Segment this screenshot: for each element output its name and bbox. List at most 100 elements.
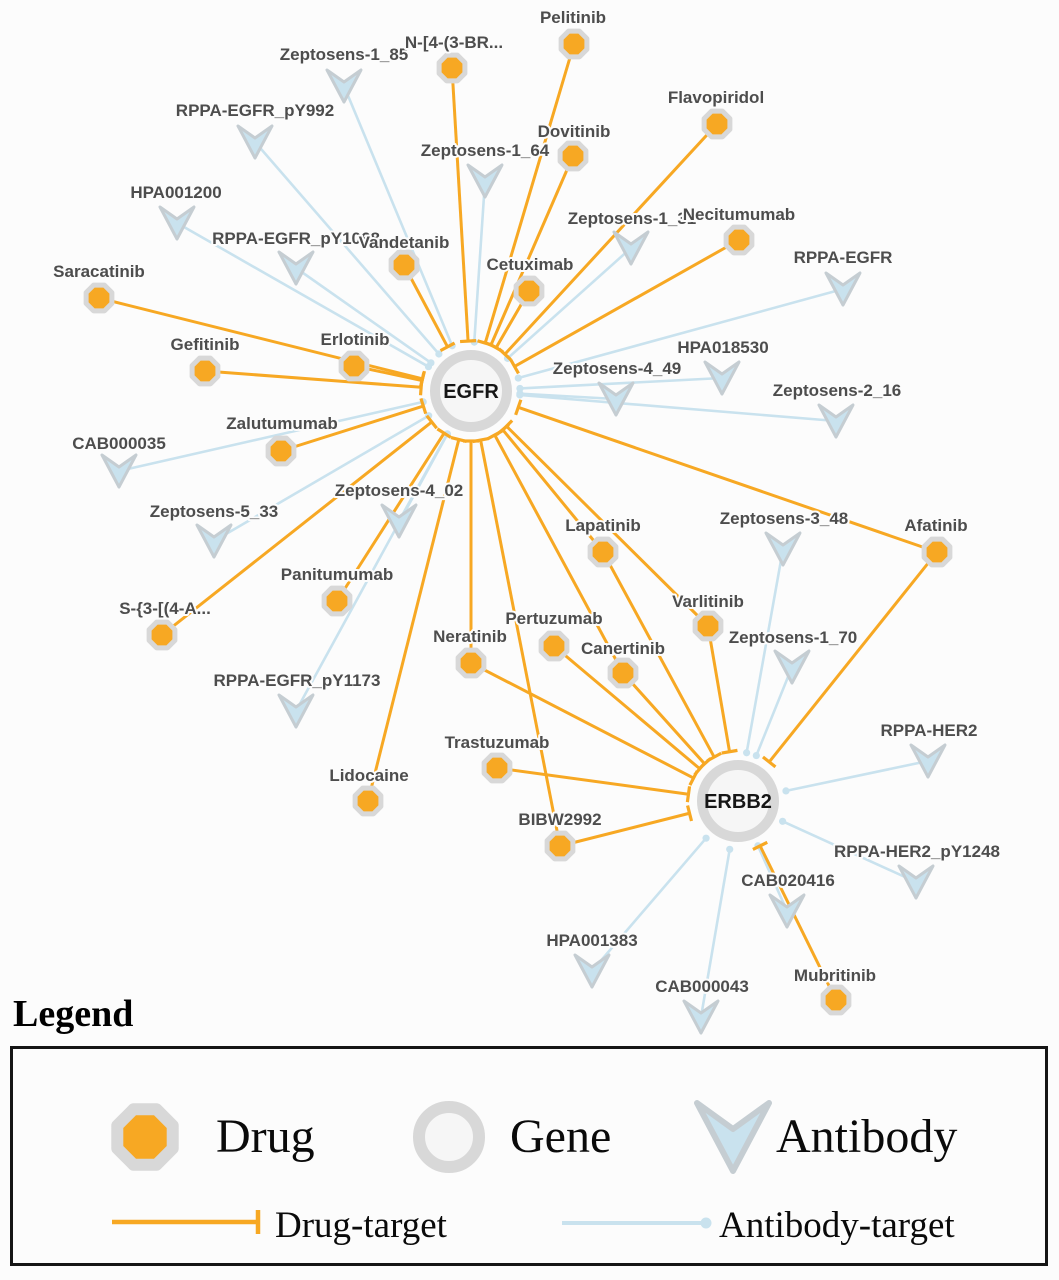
edge-endpoint-tee [697,757,712,771]
node-label: Zeptosens-1_70 [729,628,858,647]
antibody-target-edge [519,392,617,401]
antibody-node[interactable] [768,893,806,929]
gene-icon [413,1101,485,1173]
node-label: Panitumumab [281,565,393,584]
drug-node[interactable] [436,52,468,84]
drug-node[interactable] [265,435,297,467]
edge-endpoint-tee [761,755,777,769]
antibody-target-edge [756,845,789,912]
drug-target-edge [479,439,562,847]
antibody-node[interactable] [824,271,862,307]
antibody-node[interactable] [573,953,611,989]
drug-node[interactable] [701,108,733,140]
antibody-node[interactable] [195,523,233,559]
edge-endpoint-dot [427,359,435,367]
drug-target-edge-sample [112,1210,261,1234]
drug-target-edge [501,428,605,553]
antibody-node[interactable] [277,693,315,729]
drug-node[interactable] [544,830,576,862]
drug-node[interactable] [723,224,755,256]
drug-node[interactable] [189,355,221,387]
antibody-node[interactable] [380,503,418,539]
edge-endpoint-tee [436,427,452,439]
node-label: RPPA-EGFR_pY1173 [214,671,381,690]
drug-node[interactable] [321,585,353,617]
drug-node[interactable] [83,282,115,314]
antibody-node[interactable] [817,403,855,439]
drug-node[interactable] [692,610,724,642]
drug-node[interactable] [146,619,178,651]
drug-node[interactable] [820,984,852,1016]
legend-drug-label: Drug [216,1110,315,1163]
node-label: CAB000043 [655,977,749,996]
edge-endpoint-dot [726,845,734,853]
edge-endpoint-tee [688,770,699,786]
drug-target-edge [450,67,470,342]
drug-target-edge [483,43,576,344]
node-label: RPPA-EGFR_pY992 [176,101,334,120]
antibody-target-edge [517,287,844,380]
node-label: HPA018530 [677,338,768,357]
antibody-node[interactable] [682,999,720,1035]
drug-target-edge [505,425,710,628]
edge-endpoint-tee [514,399,523,416]
drug-node[interactable] [587,536,619,568]
node-label: Canertinib [581,639,665,658]
antibody-node[interactable] [897,864,935,900]
drug-target-edge [706,625,732,752]
drug-node[interactable] [557,140,589,172]
drug-target-edge [366,439,461,802]
antibody-node[interactable] [612,230,650,266]
drug-target-edge [601,551,716,758]
edge-endpoint-tee [425,414,438,430]
antibody-target-edge [745,548,785,753]
legend-antibody-edge-label: Antibody-target [719,1205,955,1246]
drug-target-edge [517,405,938,554]
drug-node[interactable] [338,350,370,382]
drug-node[interactable] [481,752,513,784]
antibody-node[interactable] [158,205,196,241]
edge-endpoint-tee [459,339,477,344]
antibody-node[interactable] [909,743,947,779]
drug-node[interactable] [921,536,953,568]
drug-icon-shape [111,1103,179,1171]
node-label: Neratinib [433,627,507,646]
drug-target-edge [161,420,433,637]
drug-target-edge [559,811,690,848]
drug-node[interactable] [352,785,384,817]
drug-node[interactable] [455,647,487,679]
node-label: RPPA-HER2 [881,721,978,740]
node-label: Zeptosens-2_16 [773,381,902,400]
drug-target-edge [768,551,939,763]
antibody-node[interactable] [764,531,802,567]
antibody-target-edge [118,400,424,473]
gene-node-egfr[interactable] [430,350,512,432]
antibody-node[interactable] [100,453,138,489]
drug-target-edge [493,434,625,674]
antibody-node[interactable] [597,381,635,417]
drug-target-edge [758,845,838,1001]
drug-node[interactable] [607,657,639,689]
edge-endpoint-tee [686,805,694,822]
drug-node[interactable] [388,249,420,281]
drug-target-edge [280,404,424,453]
antibody-node[interactable] [277,250,315,286]
edge-endpoint-tee [450,435,467,443]
antibody-node[interactable] [466,163,504,199]
antibody-node[interactable] [325,68,363,104]
antibody-node[interactable] [236,124,274,160]
antibody-node[interactable] [773,649,811,685]
node-label: Flavopiridol [668,88,764,107]
drug-node[interactable] [538,630,570,662]
antibody-node[interactable] [703,360,741,396]
drug-node[interactable] [558,28,590,60]
node-label: CAB000035 [72,434,166,453]
drug-node[interactable] [513,275,545,307]
drug-target-edge [489,155,575,346]
drug-target-edge [513,238,740,368]
node-label: Afatinib [904,516,967,535]
antibody-target-edge-sample [562,1217,712,1229]
gene-node-erbb2[interactable] [697,760,779,842]
edge-endpoint-tee [472,436,489,444]
